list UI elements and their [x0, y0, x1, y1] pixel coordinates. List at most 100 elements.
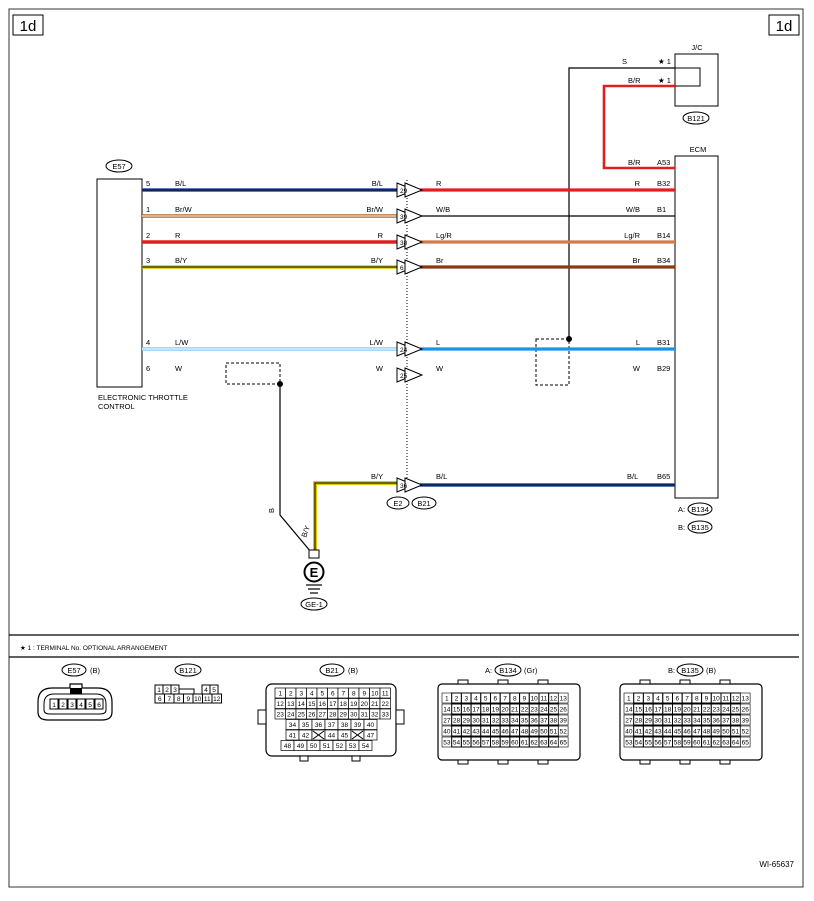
b121-pin-label: 1: [157, 687, 161, 694]
ecm-connector-pin-label: 38: [550, 718, 558, 725]
connector-oval-e2: [386, 496, 410, 510]
b121-pin-label: 11: [204, 696, 211, 703]
page-frame: [8, 8, 804, 888]
jc-wire-color-left: B/R: [628, 158, 641, 167]
jc-internal-link: [675, 67, 701, 87]
ecm-connector-pin-label: 24: [722, 707, 730, 714]
connector-oval-e57: [105, 159, 133, 173]
cv-b134-suffix: (Gr): [524, 666, 538, 675]
connector-oval-b121: [682, 111, 710, 125]
ecm-connector-pin-label: 25: [550, 707, 558, 714]
jc-shield-wire: [568, 67, 675, 339]
b21-pin-cell: [363, 719, 378, 730]
ecm-connector-pin-label: 44: [664, 729, 672, 736]
b21-pin-label: 53: [349, 743, 357, 750]
ecm-connector-pin-label: 8: [513, 696, 517, 703]
ecm-connector-pin-label: 53: [625, 740, 633, 747]
connector-oval-b21: [411, 496, 437, 510]
cv-b134-prefix: A:: [485, 666, 492, 675]
b21-pin-label: 38: [341, 722, 349, 729]
join-pin-triangle2-38: [404, 234, 424, 250]
jc-star-2: ★ 1: [658, 76, 671, 85]
connector-label-b135: B135: [691, 523, 709, 532]
e57-pin-cell: [76, 698, 86, 710]
ecm-connector-pin-label: 45: [492, 729, 500, 736]
ecm-connector-pin-cell: [740, 703, 751, 715]
wire-color-ecm-side-label: Lg/R: [624, 231, 640, 240]
wire-color-ecm-side-label: W/B: [626, 205, 640, 214]
connector-label-b21: B21: [417, 499, 430, 508]
b21-pin-label: 45: [341, 733, 349, 740]
ecm-pin-label: B1: [657, 205, 666, 214]
wire-color-left-label: B/L: [175, 179, 186, 188]
b21-pin-label: 5: [320, 691, 324, 698]
throttle-name-line1: ELECTRONIC THROTTLE: [98, 393, 188, 402]
ground-label: GE-1: [305, 600, 323, 609]
ecm-box: [674, 155, 719, 499]
e57-pin-label: 5: [88, 702, 92, 709]
ecm-connector-pin-label: 5: [484, 696, 488, 703]
e57-pin-label: 2: [61, 702, 65, 709]
ecm-connector-pin-label: 33: [683, 718, 691, 725]
b21-pin-label: 11: [382, 691, 389, 698]
wire-color-mid-label: B/Y: [371, 256, 383, 265]
b121-pin-label: 6: [158, 696, 162, 703]
cv-b21-suffix: (B): [348, 666, 359, 675]
wire-color-right-label: R: [436, 179, 442, 188]
ecm-connector-pin-label: 54: [635, 740, 643, 747]
throttle-pin-label: 6: [146, 364, 150, 373]
ecm-pin-b65: B65: [657, 472, 670, 481]
b21-pin-label: 2: [289, 691, 293, 698]
wire-color-mid-label: B/L: [372, 179, 383, 188]
b21-pin-label: 18: [340, 701, 348, 708]
ecm-connector-pin-label: 48: [521, 729, 529, 736]
ecm-connector-tab: [497, 679, 509, 685]
ecm-connector-pin-label: 40: [625, 729, 633, 736]
wire-color-left-label: W: [175, 364, 183, 373]
ecm-connector-pin-label: 17: [654, 707, 662, 714]
ecm-conn-b-prefix: B:: [678, 523, 685, 532]
b21-pin-label: 44: [328, 733, 336, 740]
b21-pin-label: 40: [367, 722, 375, 729]
ecm-connector-pin-label: 64: [732, 740, 740, 747]
b121-key: [178, 688, 195, 694]
b121-pin-label: 7: [167, 696, 171, 703]
wire-color-left-label: B/Y: [175, 256, 187, 265]
ecm-connector-pin-label: 1: [445, 696, 449, 703]
ecm-connector-pin-label: 56: [654, 740, 662, 747]
corner-tag-right: 1d: [776, 18, 793, 35]
ecm-connector-tab: [639, 759, 651, 765]
connector-label-e57: E57: [112, 162, 125, 171]
ecm-connector-pin-label: 4: [656, 696, 660, 703]
b21-pin-label: 32: [371, 712, 379, 719]
ecm-connector-pin-label: 61: [703, 740, 711, 747]
ecm-connector-pin-label: 59: [683, 740, 691, 747]
join-pin-label: 39: [400, 214, 408, 221]
e57-pin-label: 6: [97, 702, 101, 709]
b21-pin-label: 25: [298, 712, 306, 719]
ecm-connector-pin-label: 51: [732, 729, 740, 736]
ecm-connector-pin-label: 13: [742, 696, 750, 703]
ecm-connector-pin-label: 60: [511, 740, 519, 747]
ecm-connector-pin-label: 14: [443, 707, 451, 714]
b121-pin-label: 10: [194, 696, 202, 703]
ecm-connector-pin-label: 22: [703, 707, 711, 714]
b21-pin-label: 14: [298, 701, 306, 708]
ecm-conn-a-prefix: A:: [678, 505, 685, 514]
ecm-pin-label: B34: [657, 256, 670, 265]
ecm-connector-pin-label: 28: [635, 718, 643, 725]
b21-pin-label: 17: [329, 701, 337, 708]
ecm-connector-pin-label: 33: [501, 718, 509, 725]
ecm-connector-pin-label: 61: [521, 740, 529, 747]
join-pin-label: 29: [400, 188, 408, 195]
join-pin-triangle2-6: [404, 259, 424, 275]
ecm-connector-tab: [457, 759, 469, 765]
b21-pin-label: 31: [361, 712, 369, 719]
b21-cross: [312, 730, 325, 740]
ecm-connector-pin-label: 46: [501, 729, 509, 736]
ecm-connector-pin-label: 27: [443, 718, 451, 725]
ecm-connector-pin-label: 6: [494, 696, 498, 703]
join-pin-label: 24: [400, 347, 408, 354]
